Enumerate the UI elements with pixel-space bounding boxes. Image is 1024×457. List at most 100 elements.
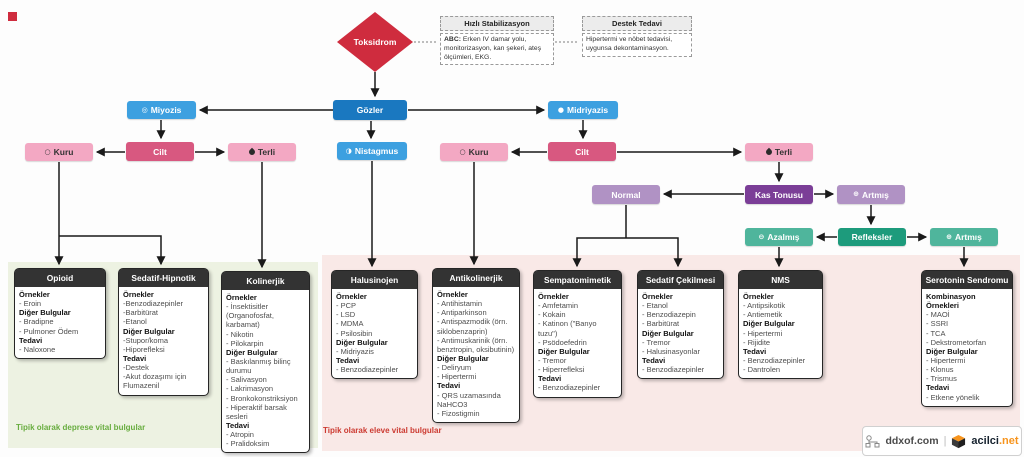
section-item: - Benzodiazepinler [743, 355, 806, 365]
section-item: -Hiporefleksi [123, 344, 165, 354]
section-heading: Kombinasyon Örnekleri [926, 292, 976, 311]
section-item: - Bronkokonstriksiyon [226, 393, 298, 403]
section-item: - Eroin [19, 299, 42, 309]
section-heading: Tedavi [743, 346, 767, 356]
section-item: - Amfetamin [538, 301, 579, 311]
category-body: Örnekler- Amfetamin- Kokain- Katinon ("B… [534, 289, 621, 397]
category-body: Kombinasyon Örnekleri- MAOİ- SSRI- TCA- … [922, 289, 1012, 406]
branding-card: ddxof.com | acilci.net [862, 426, 1022, 456]
section-item: - Pralidoksim [226, 439, 270, 449]
section-heading: Tedavi [538, 374, 562, 384]
section-item: - Pilokarpin [226, 338, 264, 348]
section-heading: Diğer Bulgular [926, 346, 978, 356]
section-item: - Kokain [538, 310, 566, 320]
section-item: -Benzodiazepinler [123, 299, 184, 309]
node-sweaty-left: Terli [228, 143, 296, 161]
node-reflexes-decreased: ⊖ Azalmış [745, 228, 813, 246]
section-item: - Atropin [226, 430, 254, 440]
section-heading: Örnekler [743, 292, 774, 301]
category-title: Halusinojen [332, 271, 417, 289]
section-item: - Naloxone [19, 344, 56, 354]
section-item: - Barbitürat [642, 319, 680, 329]
section-item: - Hiperrefleksi [538, 365, 585, 375]
node-reflexes: Refleksler [838, 228, 906, 246]
section-item: - Antispazmodik (örn. siklobenzaprin) [437, 317, 508, 336]
node-reflexes-increased: ⊕ Artmış [930, 228, 998, 246]
category-body: Örnekler- İnsektisitler (Organofosfat, k… [222, 290, 309, 452]
node-sweaty-right: Terli [745, 143, 813, 161]
section-item: - Benzodiazepin [642, 310, 696, 320]
section-heading: Diğer Bulgular [743, 319, 795, 329]
section-item: - İnsektisitler (Organofosfat, karbamat) [226, 302, 274, 330]
node-label: Refleksler [851, 232, 893, 242]
section-item: - PCP [336, 301, 357, 311]
depressed-vitals-caption: Tipik olarak deprese vital bulgular [16, 423, 146, 432]
circled-plus-icon: ⊕ [853, 190, 859, 198]
info-box-lead: ABC: [444, 36, 461, 43]
node-label: Artmış [861, 189, 889, 200]
section-item: - Nikotin [226, 329, 254, 339]
section-item: - Hipertermi [743, 328, 783, 338]
section-item: - LSD [336, 310, 356, 320]
category-title: Sedatif Çekilmesi [638, 271, 723, 289]
section-heading: Tedavi [336, 355, 360, 365]
section-heading: Tedavi [437, 381, 461, 391]
section-item: - Baskılanmış bilinç durumu [226, 356, 291, 376]
node-label: Cilt [575, 146, 589, 157]
eye-icon: ◑ [345, 146, 352, 155]
node-muscle-tone-increased: ⊕ Artmış [837, 185, 905, 204]
section-item: - Halusinasyonlar [642, 346, 700, 356]
section-item: - Benzodiazepinler [336, 365, 399, 375]
corner-marker [8, 12, 17, 21]
section-heading: Örnekler [642, 292, 673, 301]
section-item: - Benzodiazepinler [538, 383, 601, 393]
info-box-body: Hipertermi ve nöbet tedavisi, uygunsa de… [582, 33, 692, 57]
section-heading: Örnekler [538, 292, 569, 301]
section-item: - Etanol [642, 301, 668, 311]
section-heading: Tedavi [642, 355, 666, 365]
section-item: - Klonus [926, 365, 954, 375]
category-title: Kolinerjik [222, 272, 309, 290]
node-dry-skin-left: ○ Kuru [25, 143, 93, 161]
section-item: - Rijidite [743, 337, 771, 347]
section-item: - Hiperaktif barsak sesleri [226, 402, 287, 421]
info-box-text: Erken IV damar yolu, monitorizasyon, kan… [444, 36, 542, 61]
section-heading: Örnekler [19, 290, 50, 299]
section-item: - Deliryum [437, 363, 472, 373]
node-nystagmus: ◑ Nistagmus [337, 142, 407, 160]
pupil-dilated-icon: ● [557, 105, 564, 114]
circled-plus-icon: ⊕ [946, 232, 952, 241]
section-item: - QRS uzamasında NaHCO3 [437, 390, 501, 409]
section-item: - Dantrolen [743, 365, 781, 375]
section-item: - Psilosibin [336, 328, 373, 338]
section-item: - Midriyazis [336, 346, 374, 356]
section-heading: Örnekler [437, 290, 468, 299]
section-item: - Katinon ("Banyo tuzu") [538, 319, 597, 338]
section-heading: Diğer Bulgular [226, 347, 278, 357]
node-label: Terli [257, 147, 276, 157]
node-skin-left: Cilt [126, 142, 194, 161]
section-heading: Diğer Bulgular [437, 353, 489, 363]
section-item: - Bradipne [19, 317, 54, 327]
node-label: Normal [611, 189, 641, 200]
section-item: - Dekstrometorfan [926, 337, 987, 347]
acilci-name: acilci [971, 435, 999, 447]
category-title: Antikolinerjik [433, 269, 519, 287]
category-title: Serotonin Sendromu [922, 271, 1012, 289]
section-item: - Tremor [642, 337, 671, 347]
section-item: -Stupor/koma [123, 335, 169, 345]
node-label: Kuru [468, 147, 489, 157]
info-box-supportive-care: Destek Tedavi Hipertermi ve nöbet tedavi… [582, 16, 692, 57]
circled-minus-icon: ⊖ [758, 232, 765, 241]
category-body: Örnekler-Benzodiazepinler-Barbitürat-Eta… [119, 287, 208, 395]
category-box-sedative-hypnotic: Sedatif-Hipnotik Örnekler-Benzodiazepinl… [118, 268, 209, 396]
section-item: - Antipsikotik [743, 301, 786, 311]
section-item: - Pulmoner Ödem [19, 326, 79, 336]
section-item: -Barbitürat [123, 308, 159, 318]
category-box-sympathomimetic: Sempatomimetik Örnekler- Amfetamin- Koka… [533, 270, 622, 398]
